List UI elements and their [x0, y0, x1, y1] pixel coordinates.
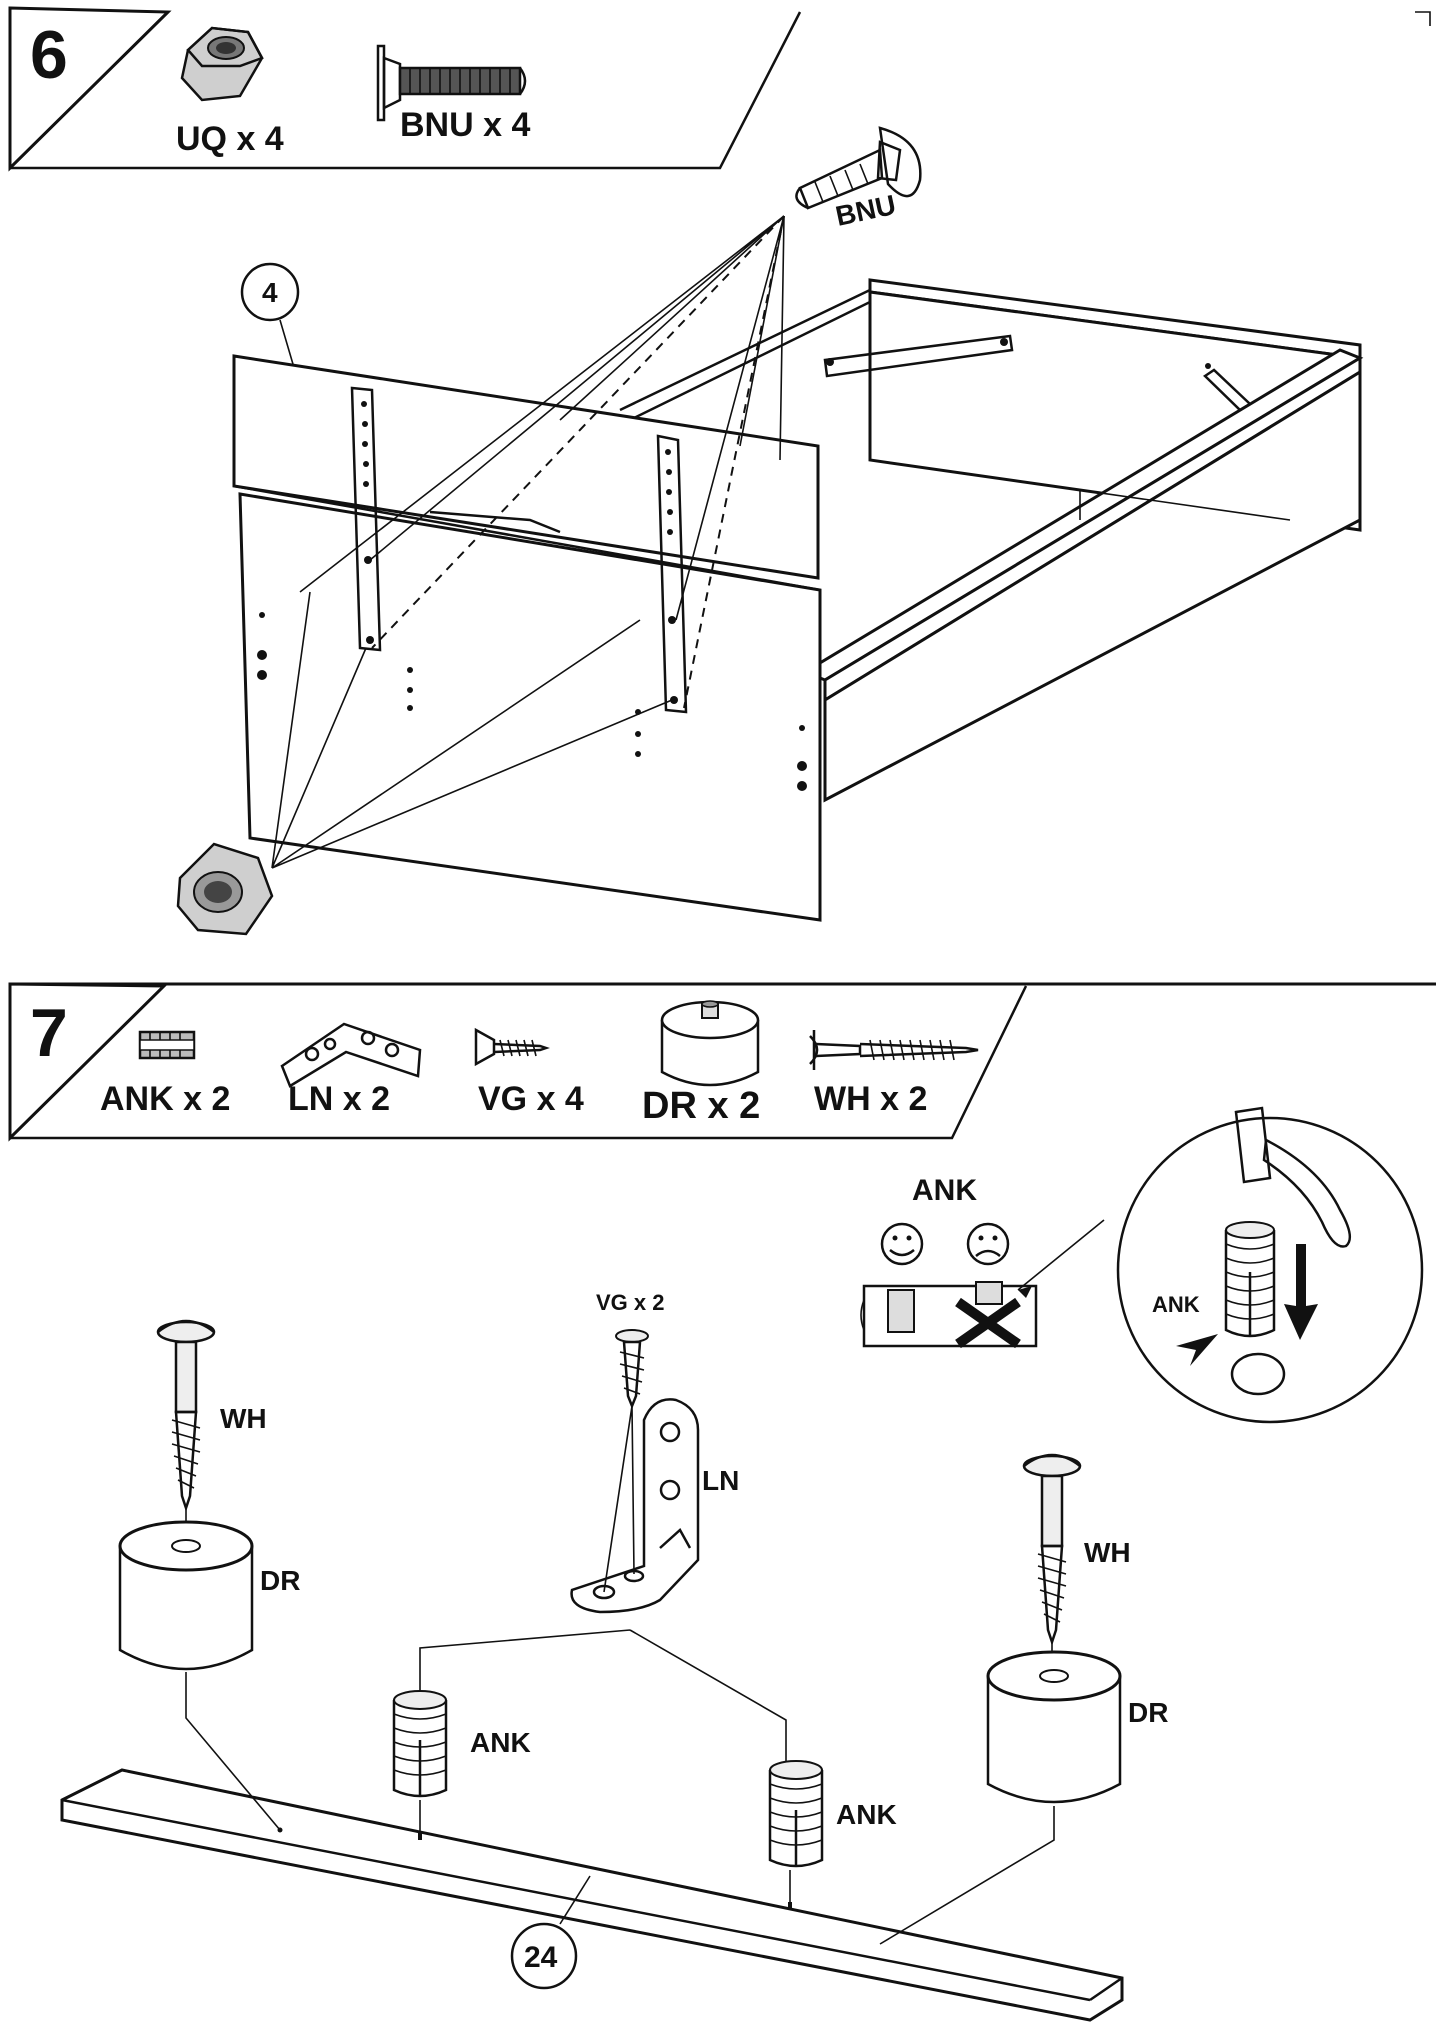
bnu-callout-label: BNU	[833, 189, 899, 232]
right-ank-insert	[768, 1760, 824, 1868]
right-vertical-bracket	[656, 434, 688, 714]
panel-24	[60, 1768, 1124, 2022]
step6-number: 6	[30, 17, 68, 93]
wh-right-label: WH	[1084, 1537, 1131, 1568]
ank-zoom-circle: ANK	[1116, 1106, 1424, 1424]
step6-drawing: BNU 4	[176, 126, 1364, 936]
step7-header: 7 ANK x 2 LN x 2 VG x 4 DR x	[8, 982, 1436, 1142]
ank-left-label: ANK	[470, 1727, 531, 1758]
part-label-vg: VG x 4	[478, 1080, 584, 1118]
panel-24-label: 24	[524, 1941, 558, 1974]
step7-number: 7	[30, 995, 68, 1071]
hole-outline	[1230, 1352, 1286, 1396]
right-dr-foot	[986, 1650, 1122, 1804]
step7-drawing: ANK	[60, 1106, 1424, 2022]
down-arrow-icon	[1284, 1244, 1318, 1340]
foot-cylinder-icon	[660, 1000, 760, 1087]
ank-right-wrong-detail: ANK	[860, 1174, 1105, 1349]
pointer-arrow-icon	[1176, 1334, 1218, 1366]
part-label-wh: WH x 2	[814, 1080, 927, 1118]
vg-screw	[615, 1329, 649, 1410]
panel-4-callout-circle	[240, 262, 300, 322]
step6-header: 6 UQ x 4 BNU x 4	[8, 6, 802, 172]
ank-right-label: ANK	[836, 1799, 897, 1830]
part-label-dr: DR x 2	[642, 1085, 760, 1127]
left-ank-insert	[392, 1690, 448, 1798]
dr-right-label: DR	[1128, 1697, 1168, 1728]
ank-zoom-label: ANK	[1152, 1292, 1200, 1317]
hex-nut-icon	[180, 26, 264, 102]
bnu-bolt-callout: BNU	[795, 126, 922, 232]
left-wh-screw	[156, 1319, 216, 1540]
sad-face-icon	[966, 1222, 1010, 1266]
ank-insert-icon	[1224, 1221, 1276, 1338]
wh-left-label: WH	[220, 1403, 267, 1434]
uq-nut-callout	[176, 842, 274, 936]
ln-label: LN	[702, 1465, 739, 1496]
part-label-bnu: BNU x 4	[400, 106, 530, 144]
small-screw-icon	[474, 1027, 550, 1067]
corner-mark	[1415, 11, 1431, 26]
part-label-ank: ANK x 2	[100, 1080, 230, 1118]
happy-face-icon	[880, 1222, 924, 1266]
dr-left-label: DR	[260, 1565, 300, 1596]
part-label-ln: LN x 2	[288, 1080, 390, 1118]
left-vertical-bracket	[350, 386, 382, 652]
part-label-uq: UQ x 4	[176, 120, 284, 158]
ln-bracket	[570, 1398, 700, 1614]
angle-bracket-icon	[280, 1022, 422, 1088]
dowel-anchor-icon	[138, 1030, 196, 1060]
panel-24-callout-circle	[510, 1922, 578, 1990]
hammer-icon	[1234, 1106, 1352, 1248]
ank-detail-title: ANK	[912, 1174, 977, 1207]
bolt-icon	[376, 44, 527, 122]
left-dr-foot	[118, 1520, 254, 1671]
long-screw-icon	[809, 1030, 979, 1070]
panel-4-label: 4	[262, 277, 278, 308]
right-wh-screw	[1022, 1453, 1082, 1666]
vg-count-label: VG x 2	[596, 1290, 664, 1315]
